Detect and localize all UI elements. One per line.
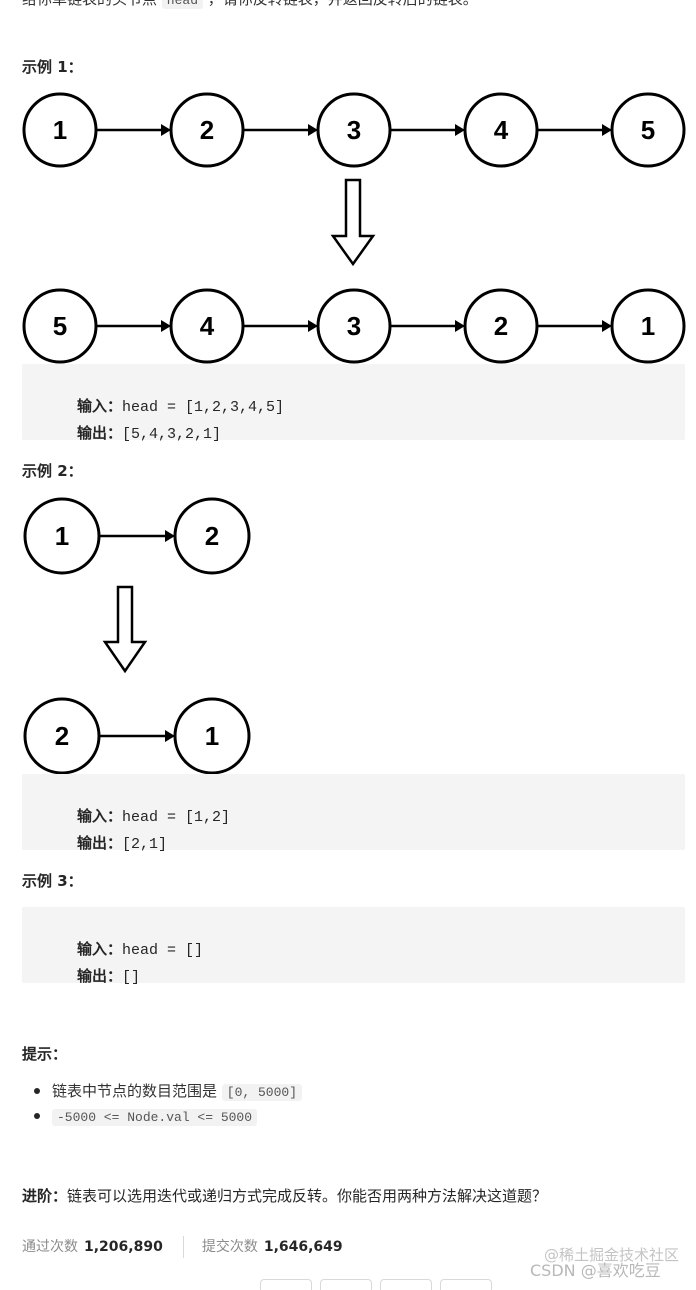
- input-value: head = []: [122, 942, 204, 959]
- output-label: 输出：: [77, 834, 123, 852]
- pager-button[interactable]: [260, 1279, 312, 1290]
- list-arrow: [243, 320, 318, 332]
- list-arrow: [99, 730, 175, 742]
- example-3-io: 输入：head = [] 输出：[]: [22, 907, 685, 986]
- list-arrow: [537, 320, 612, 332]
- submission-stats: 通过次数 1,206,890 提交次数 1,646,649: [22, 1236, 343, 1258]
- list-item: -5000 <= Node.val <= 5000: [33, 1105, 302, 1130]
- watermark-csdn: CSDN @喜欢吃豆: [530, 1261, 661, 1280]
- hint-code: -5000 <= Node.val <= 5000: [52, 1109, 258, 1126]
- list-arrow: [537, 124, 612, 136]
- list-node: 2: [169, 92, 245, 168]
- list-node: 2: [23, 697, 101, 775]
- hint-text: 链表中节点的数目范围是: [52, 1082, 218, 1100]
- output-value: []: [122, 969, 141, 986]
- list-node: 2: [463, 288, 539, 364]
- accepted-value: 1,206,890: [84, 1239, 163, 1255]
- example-1-title: 示例 1：: [22, 58, 83, 76]
- node-value: 1: [53, 115, 67, 145]
- submitted-value: 1,646,649: [263, 1239, 343, 1255]
- list-node: 1: [173, 697, 251, 775]
- example-1-io: 输入：head = [1,2,3,4,5] 输出：[5,4,3,2,1]: [22, 364, 685, 443]
- list-arrow: [96, 320, 171, 332]
- stats-divider: [182, 1236, 184, 1258]
- input-label: 输入：: [77, 397, 123, 415]
- list-arrow: [390, 320, 465, 332]
- list-arrow: [243, 124, 318, 136]
- hints-title: 提示：: [22, 1045, 68, 1063]
- example-1-diagram: 1 2 3 4 5 5 4 3 2 1: [22, 92, 686, 364]
- node-value: 3: [347, 115, 361, 145]
- list-node: 3: [316, 92, 392, 168]
- list-arrow: [390, 124, 465, 136]
- pager-button[interactable]: [440, 1279, 492, 1290]
- node-value: 5: [641, 115, 655, 145]
- list-node: 1: [23, 497, 101, 575]
- input-label: 输入：: [77, 807, 123, 825]
- node-value: 2: [494, 311, 508, 341]
- problem-intro: 给你单链表的头节点 head ，请你反转链表，并返回反转后的链表。: [22, 0, 478, 9]
- list-node: 1: [610, 288, 686, 364]
- output-label: 输出：: [77, 967, 123, 985]
- list-node: 1: [22, 92, 98, 168]
- intro-prefix: 给你单链表的头节点: [22, 0, 157, 8]
- list-arrow: [96, 124, 171, 136]
- node-value: 2: [205, 521, 219, 551]
- submitted-label: 提交次数: [201, 1239, 258, 1255]
- node-value: 5: [53, 311, 67, 341]
- down-arrow-icon: [102, 585, 148, 674]
- list-node: 3: [316, 288, 392, 364]
- output-value: [2,1]: [122, 836, 168, 853]
- example-3-title: 示例 3：: [22, 872, 83, 890]
- input-value: head = [1,2,3,4,5]: [122, 399, 285, 416]
- output-label: 输出：: [77, 424, 123, 442]
- node-value: 1: [641, 311, 655, 341]
- list-node: 4: [169, 288, 245, 364]
- advance-label: 进阶：: [22, 1187, 68, 1205]
- advance-note: 进阶：链表可以选用迭代或递归方式完成反转。你能否用两种方法解决这道题？: [22, 1185, 547, 1206]
- input-value: head = [1,2]: [122, 809, 231, 826]
- node-value: 4: [200, 311, 215, 341]
- list-node: 2: [173, 497, 251, 575]
- example-2-io: 输入：head = [1,2] 输出：[2,1]: [22, 774, 685, 853]
- accepted-label: 通过次数: [22, 1239, 78, 1255]
- hints-list: 链表中节点的数目范围是 [0, 5000] -5000 <= Node.val …: [33, 1080, 303, 1130]
- list-node: 5: [22, 288, 98, 364]
- node-value: 4: [494, 115, 509, 145]
- list-arrow: [99, 530, 175, 542]
- watermark-juejin: @稀土掘金技术社区: [544, 1246, 680, 1264]
- hint-code: [0, 5000]: [221, 1084, 303, 1101]
- intro-code: head: [161, 0, 204, 9]
- node-value: 1: [205, 721, 219, 751]
- pager-button[interactable]: [380, 1279, 432, 1290]
- intro-suffix: ，请你反转链表，并返回反转后的链表。: [208, 0, 478, 8]
- node-value: 2: [200, 115, 214, 145]
- output-value: [5,4,3,2,1]: [122, 426, 222, 443]
- down-arrow-icon: [330, 178, 376, 267]
- list-node: 4: [463, 92, 539, 168]
- advance-text: 链表可以选用迭代或递归方式完成反转。你能否用两种方法解决这道题？: [67, 1187, 548, 1205]
- node-value: 1: [55, 521, 69, 551]
- list-node: 5: [610, 92, 686, 168]
- list-item: 链表中节点的数目范围是 [0, 5000]: [33, 1080, 303, 1105]
- example-2-title: 示例 2：: [22, 462, 83, 480]
- node-value: 2: [55, 721, 69, 751]
- example-2-diagram: 1 2 2 1: [23, 497, 251, 775]
- pager-button[interactable]: [320, 1279, 372, 1290]
- node-value: 3: [347, 311, 361, 341]
- input-label: 输入：: [77, 940, 123, 958]
